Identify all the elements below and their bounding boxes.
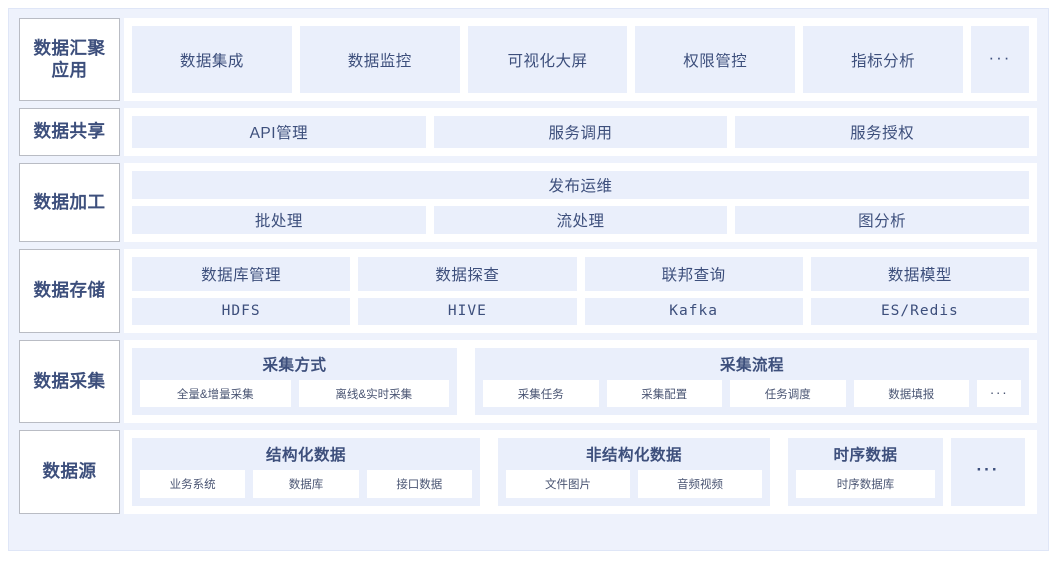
layer-body-data-processing: 发布运维 批处理 流处理 图分析 (124, 163, 1037, 242)
group-title-collection-method: 采集方式 (262, 357, 327, 374)
layer-row-data-aggregation-application: 数据汇聚 应用 数据集成 数据监控 可视化大屏 权限管控 指标分析 ··· (19, 18, 1037, 101)
layer-row-data-storage: 数据存储 数据库管理 数据探查 联邦查询 数据模型 HDFS HIVE Kafk… (19, 249, 1037, 333)
layer-body-data-aggregation-application: 数据集成 数据监控 可视化大屏 权限管控 指标分析 ··· (124, 18, 1037, 101)
subchip-audio-video[interactable]: 音频视频 (638, 470, 762, 498)
group-collection-method: 采集方式 全量&增量采集 离线&实时采集 (132, 348, 457, 415)
layer-row-data-collection: 数据采集 采集方式 全量&增量采集 离线&实时采集 采集流程 采集任务 采集配置… (19, 340, 1037, 423)
group-collection-workflow: 采集流程 采集任务 采集配置 任务调度 数据填报 ··· (475, 348, 1029, 415)
group-unstructured-data: 非结构化数据 文件图片 音频视频 (498, 438, 770, 506)
chip-api-management[interactable]: API管理 (132, 116, 426, 148)
chip-database-management[interactable]: 数据库管理 (132, 257, 351, 291)
chip-graph-analysis[interactable]: 图分析 (735, 206, 1030, 234)
subchip-more-ellipsis-icon[interactable]: ··· (977, 380, 1021, 407)
chip-hive[interactable]: HIVE (358, 297, 577, 325)
chip-permission-control[interactable]: 权限管控 (635, 26, 796, 93)
subchip-business-system[interactable]: 业务系统 (140, 470, 246, 498)
subchip-collection-config[interactable]: 采集配置 (606, 380, 722, 407)
layer-row-data-source: 数据源 结构化数据 业务系统 数据库 接口数据 非结构化数据 文件图片 音频视频 (19, 430, 1037, 514)
chip-stream-processing[interactable]: 流处理 (433, 206, 728, 234)
layer-label-data-collection: 数据采集 (19, 340, 120, 423)
group-items: 文件图片 音频视频 (506, 470, 762, 498)
layer-label-line-2: 应用 (51, 59, 88, 80)
group-title-collection-workflow: 采集流程 (719, 357, 784, 374)
group-structured-data: 结构化数据 业务系统 数据库 接口数据 (132, 438, 480, 506)
chip-service-authorization[interactable]: 服务授权 (735, 116, 1030, 148)
subchip-offline-realtime-collection[interactable]: 离线&实时采集 (298, 380, 449, 407)
group-title-unstructured-data: 非结构化数据 (585, 447, 682, 464)
chip-hdfs[interactable]: HDFS (132, 297, 351, 325)
chip-batch-processing[interactable]: 批处理 (132, 206, 426, 234)
layer-label-data-sharing: 数据共享 (19, 108, 120, 156)
chip-row-storage-capabilities: 数据库管理 数据探查 联邦查询 数据模型 (132, 257, 1029, 291)
chip-visualization-dashboard[interactable]: 可视化大屏 (467, 26, 628, 93)
subchip-data-reporting[interactable]: 数据填报 (853, 380, 969, 407)
group-title-structured-data: 结构化数据 (265, 447, 346, 464)
chip-data-model[interactable]: 数据模型 (810, 257, 1029, 291)
chip-federated-query[interactable]: 联邦查询 (584, 257, 803, 291)
data-platform-architecture-diagram: 数据汇聚 应用 数据集成 数据监控 可视化大屏 权限管控 指标分析 ··· 数据… (8, 8, 1049, 551)
chip-metric-analysis[interactable]: 指标分析 (803, 26, 963, 93)
chip-service-invocation[interactable]: 服务调用 (433, 116, 728, 148)
group-row: 结构化数据 业务系统 数据库 接口数据 非结构化数据 文件图片 音频视频 时 (132, 438, 1029, 506)
subchip-database[interactable]: 数据库 (253, 470, 359, 498)
subchip-file-image[interactable]: 文件图片 (506, 470, 630, 498)
group-timeseries-data: 时序数据 时序数据库 (788, 438, 943, 506)
layer-label-data-source: 数据源 (19, 430, 120, 514)
layer-body-data-storage: 数据库管理 数据探查 联邦查询 数据模型 HDFS HIVE Kafka ES/… (124, 249, 1037, 333)
chip-data-integration[interactable]: 数据集成 (132, 26, 292, 93)
subchip-full-incremental-collection[interactable]: 全量&增量采集 (140, 380, 291, 407)
layer-body-data-collection: 采集方式 全量&增量采集 离线&实时采集 采集流程 采集任务 采集配置 任务调度… (124, 340, 1037, 423)
group-items: 采集任务 采集配置 任务调度 数据填报 ··· (483, 380, 1021, 407)
chip-more-ellipsis-icon[interactable]: ··· (951, 438, 1025, 506)
layer-label-data-aggregation-application: 数据汇聚 应用 (19, 18, 120, 101)
chip-row-storage-engines: HDFS HIVE Kafka ES/Redis (132, 297, 1029, 325)
chip-row-publish: 发布运维 (132, 171, 1029, 199)
layer-row-data-processing: 数据加工 发布运维 批处理 流处理 图分析 (19, 163, 1037, 242)
subchip-task-scheduling[interactable]: 任务调度 (730, 380, 846, 407)
subchip-interface-data[interactable]: 接口数据 (366, 470, 472, 498)
chip-data-monitoring[interactable]: 数据监控 (299, 26, 460, 93)
chip-row: API管理 服务调用 服务授权 (132, 116, 1030, 148)
chip-row: 数据集成 数据监控 可视化大屏 权限管控 指标分析 ··· (132, 26, 1029, 93)
group-items: 业务系统 数据库 接口数据 (140, 470, 472, 498)
layer-body-data-sharing: API管理 服务调用 服务授权 (124, 108, 1037, 156)
chip-more-ellipsis-icon[interactable]: ··· (970, 26, 1029, 93)
layer-row-data-sharing: 数据共享 API管理 服务调用 服务授权 (19, 108, 1037, 156)
group-title-timeseries-data: 时序数据 (833, 447, 898, 464)
chip-es-redis[interactable]: ES/Redis (810, 297, 1029, 325)
chip-kafka[interactable]: Kafka (584, 297, 803, 325)
layer-label-data-storage: 数据存储 (19, 249, 120, 333)
group-row: 采集方式 全量&增量采集 离线&实时采集 采集流程 采集任务 采集配置 任务调度… (132, 348, 1029, 415)
layer-body-data-source: 结构化数据 业务系统 数据库 接口数据 非结构化数据 文件图片 音频视频 时 (124, 430, 1037, 514)
subchip-collection-task[interactable]: 采集任务 (483, 380, 599, 407)
layer-label-line-1: 数据汇聚 (33, 37, 106, 58)
group-items: 时序数据库 (796, 470, 935, 498)
layer-label-data-processing: 数据加工 (19, 163, 120, 242)
chip-row-processing-modes: 批处理 流处理 图分析 (132, 206, 1030, 234)
chip-data-exploration[interactable]: 数据探查 (358, 257, 577, 291)
subchip-timeseries-database[interactable]: 时序数据库 (796, 470, 935, 498)
group-items: 全量&增量采集 离线&实时采集 (140, 380, 449, 407)
chip-publish-operations[interactable]: 发布运维 (132, 171, 1029, 199)
